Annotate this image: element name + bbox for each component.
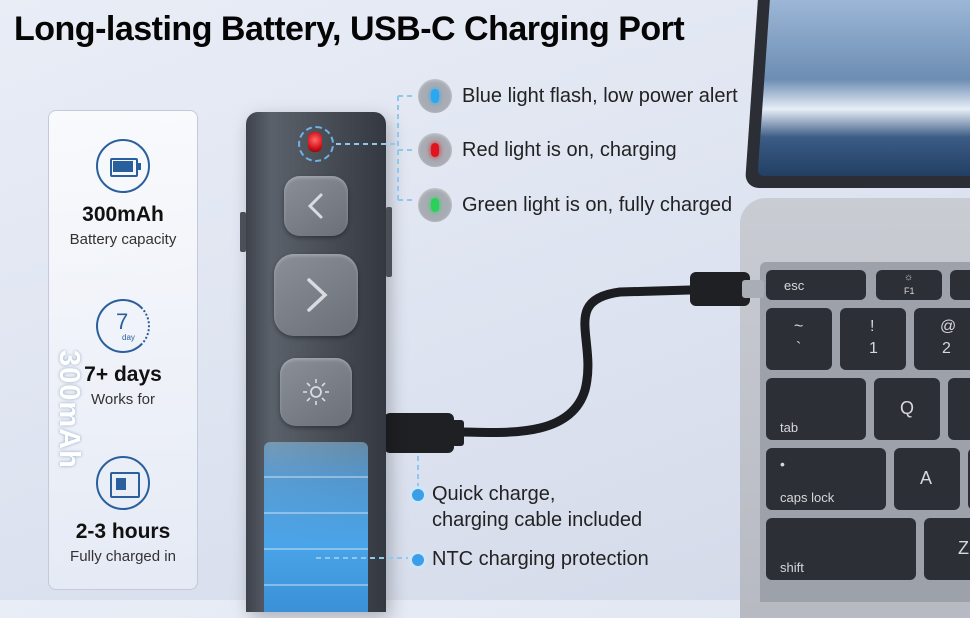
green-light-icon [418,188,452,222]
indicator-green: Green light is on, fully charged [418,188,732,222]
spec-battery-label: Battery capacity [69,231,177,248]
icon-day: day [122,333,135,342]
key-shift: shift [766,518,916,580]
key-2: @ 2 [914,308,970,370]
note-dot-quick-charge [409,486,427,504]
usb-c-cable [384,272,764,453]
key-tilde: ~ ` [766,308,832,370]
red-light-icon [418,133,452,167]
note-quick-charge-line2: charging cable included [432,509,643,531]
blue-light-icon [418,79,452,113]
key-tab-label: tab [780,420,799,435]
spec-work-duration: 7 day 7+ days Works for [49,299,197,408]
brightness-icon: ☼ [904,272,914,283]
callout-lines [316,95,419,559]
usb-c-plug-device [384,413,454,453]
key-1-bottom: 1 [869,340,878,357]
led-highlight-ring [298,126,334,162]
key-tab: tab [766,378,866,440]
key-a: A [894,448,960,510]
spec-battery-value: 300mAh [82,203,164,226]
status-led [308,132,322,152]
key-esc-label: esc [784,278,805,293]
previous-button[interactable] [284,176,348,236]
key-2-bottom: 2 [942,340,951,357]
spec-charge-time: 2-3 hours Fully charged in [49,456,197,565]
key-1-top: ! [870,318,875,335]
chevron-right-icon [307,278,328,312]
battery-window [264,442,368,612]
spec-charge-value: 2-3 hours [75,520,171,543]
key-shift-label: shift [780,560,804,575]
note-quick-charge-line1: Quick charge, [432,483,556,505]
next-button[interactable] [274,254,358,336]
indicator-green-text: Green light is on, fully charged [462,193,733,216]
spec-charge-label: Fully charged in [70,548,176,565]
indicator-red-text: Red light is on, charging [462,138,677,161]
key-tilde-top: ~ [794,318,804,335]
key-z-label: Z [958,538,969,558]
key-f1: ☼ F1 [876,270,942,300]
note-ntc: NTC charging protection [432,548,649,570]
key-1: ! 1 [840,308,906,370]
laser-button[interactable] [280,358,352,426]
key-caps-label: caps lock [780,490,835,505]
charging-battery-icon [96,456,150,510]
indicator-red: Red light is on, charging [418,133,677,167]
caps-lock-indicator: • [780,456,785,472]
key-caps-lock: • caps lock [766,448,886,510]
battery-icon [96,139,150,193]
spec-work-value: 7+ days [84,363,162,386]
key-f2 [950,270,970,300]
key-q-label: Q [900,398,915,418]
laptop-keyboard: esc ☼ F1 ~ ` ! 1 @ 2 tab Q • caps lock A… [760,262,970,602]
spec-panel: 300mAh Battery capacity 7 day 7+ days Wo… [48,110,198,590]
laser-pointer-icon [303,379,329,405]
battery-capacity-label: 300mAh [53,350,85,469]
key-z: Z [924,518,970,580]
chevron-left-icon [307,193,323,219]
key-a-label: A [920,468,933,488]
device-side-strip [240,212,246,252]
indicator-blue: Blue light flash, low power alert [418,79,738,113]
key-f1-label: F1 [904,286,915,296]
calendar-7-day-icon: 7 day [96,299,150,353]
key-q: Q [874,378,940,440]
key-esc: esc [766,270,866,300]
device-side-strip-right [386,207,392,277]
note-dot-ntc [409,551,427,569]
note-quick-charge: Quick charge, charging cable included [432,481,642,533]
spec-battery-capacity: 300mAh Battery capacity [49,139,197,248]
key-w [948,378,970,440]
key-tilde-bottom: ` [796,340,802,357]
icon-seven: 7 [116,309,129,334]
indicator-blue-text: Blue light flash, low power alert [462,84,738,107]
presenter-device [240,112,392,612]
battery-cells [264,442,368,612]
spec-work-label: Works for [91,391,155,408]
key-2-top: @ [940,318,957,335]
key-s [968,448,970,510]
usb-c-plug-laptop [690,272,750,306]
page-title: Long-lasting Battery, USB-C Charging Por… [14,10,685,48]
